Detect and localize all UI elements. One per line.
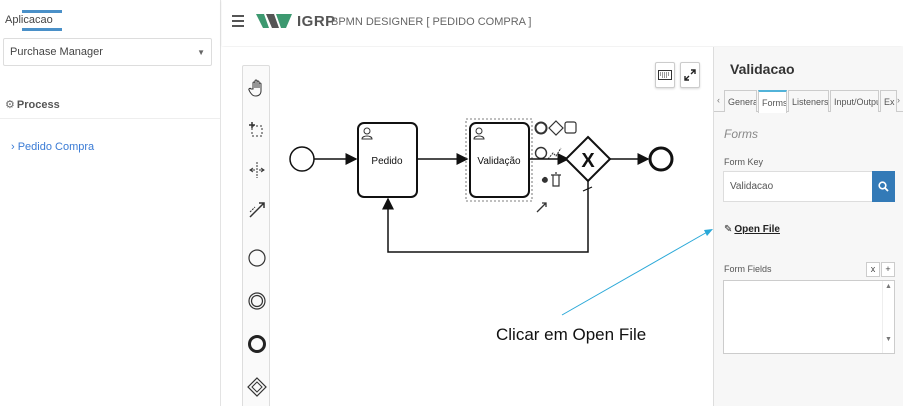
process-heading-label: Process [16,99,60,111]
process-item-pedido-compra[interactable]: › Pedido Compra [11,141,95,153]
tabs-left-arrow-icon[interactable]: ‹ [717,95,720,105]
task-validacao-label: Validação [477,156,521,167]
element-title: Validacao [730,61,795,77]
gateway-symbol: X [581,150,595,172]
app-select[interactable]: Purchase Manager ▼ [3,38,212,66]
context-pad [534,120,577,213]
tool-palette [242,65,270,406]
append-task-icon[interactable] [564,121,577,134]
start-event[interactable] [289,146,315,172]
task-validacao[interactable] [469,122,530,198]
properties-tabs: ‹ General Forms Listeners Input/Output E… [714,90,903,113]
wrench-icon[interactable] [536,176,548,185]
user-task-icon [361,127,373,140]
task-pedido[interactable] [357,122,418,198]
header: IGRP BPMN DESIGNER [ PEDIDO COMPRA ] [222,0,903,46]
task-validacao-selection [465,118,533,202]
gateway-tool-icon[interactable] [245,375,269,399]
tab-input-output[interactable]: Input/Output [830,90,879,112]
top-tabs-fragment [22,0,112,31]
fullscreen-icon[interactable] [680,62,700,88]
page-subtitle: BPMN DESIGNER [ PEDIDO COMPRA ] [331,16,532,28]
space-tool-icon[interactable] [245,158,269,182]
app-label: Aplicacao [5,14,53,26]
bpmn-diagram: Pedido Validação X [289,118,713,316]
scrollbar[interactable]: ▲ ▼ [882,281,894,353]
form-fields-label: Form Fields [724,264,772,274]
append-end-event-icon[interactable] [534,121,548,135]
search-icon [878,181,889,192]
diagram-canvas[interactable]: Pedido Validação X [222,47,713,406]
app-select-value: Purchase Manager [10,46,103,58]
append-intermediate-event-icon[interactable] [534,146,548,160]
chevron-down-icon: ▼ [197,48,205,57]
append-gateway-icon[interactable] [548,120,564,136]
append-text-annotation-icon[interactable] [547,147,562,160]
remove-field-button[interactable]: x [866,262,880,277]
hand-tool-icon[interactable] [245,76,269,100]
start-event-tool-icon[interactable] [245,246,269,270]
annotation-text: Clicar em Open File [496,325,647,344]
left-sidebar: Aplicacao Purchase Manager ▼ ⚙Process › … [0,0,221,406]
tab-extensions[interactable]: Ex [880,90,897,112]
annotation-arrow [561,230,710,316]
end-event[interactable] [648,146,674,172]
open-file-link[interactable]: ✎Open File [724,224,780,235]
hamburger-menu-icon[interactable] [232,15,244,27]
connect-icon[interactable] [536,202,547,213]
tab-general[interactable]: General [724,90,757,112]
scroll-up-icon[interactable]: ▲ [885,283,892,290]
form-key-input[interactable]: Validacao [723,171,873,202]
igrp-logo-icon [256,14,292,28]
form-key-value: Validacao [730,181,774,192]
default-flow-marker [582,186,593,192]
forms-heading: Forms [724,127,758,141]
annotation-arrowhead [704,229,713,236]
task-pedido-label: Pedido [371,156,403,167]
divider [0,118,220,119]
brand-name: IGRP [297,13,336,30]
connect-tool-icon[interactable] [245,198,269,222]
scroll-down-icon[interactable]: ▼ [885,336,892,343]
intermediate-event-tool-icon[interactable] [245,289,269,313]
trash-icon[interactable] [551,172,561,187]
lasso-tool-icon[interactable] [245,118,269,142]
search-button[interactable] [872,171,895,202]
properties-panel: Validacao ‹ General Forms Listeners Inpu… [713,47,903,406]
process-heading: ⚙Process [5,98,60,111]
form-key-label: Form Key [724,157,764,167]
end-event-tool-icon[interactable] [245,332,269,356]
tabs-right-arrow-icon[interactable]: › [897,95,900,105]
tab-listeners[interactable]: Listeners [788,90,829,112]
form-fields-list[interactable]: ▲ ▼ [723,280,895,354]
add-field-button[interactable]: + [881,262,895,277]
edit-icon: ✎ [724,224,733,235]
gear-icon: ⚙ [5,99,15,111]
keyboard-icon[interactable] [655,62,675,88]
tab-forms[interactable]: Forms [758,90,787,113]
flow-gateway-pedido-loop[interactable] [382,181,589,253]
user-task-icon [473,127,485,140]
open-file-label: Open File [734,224,780,235]
